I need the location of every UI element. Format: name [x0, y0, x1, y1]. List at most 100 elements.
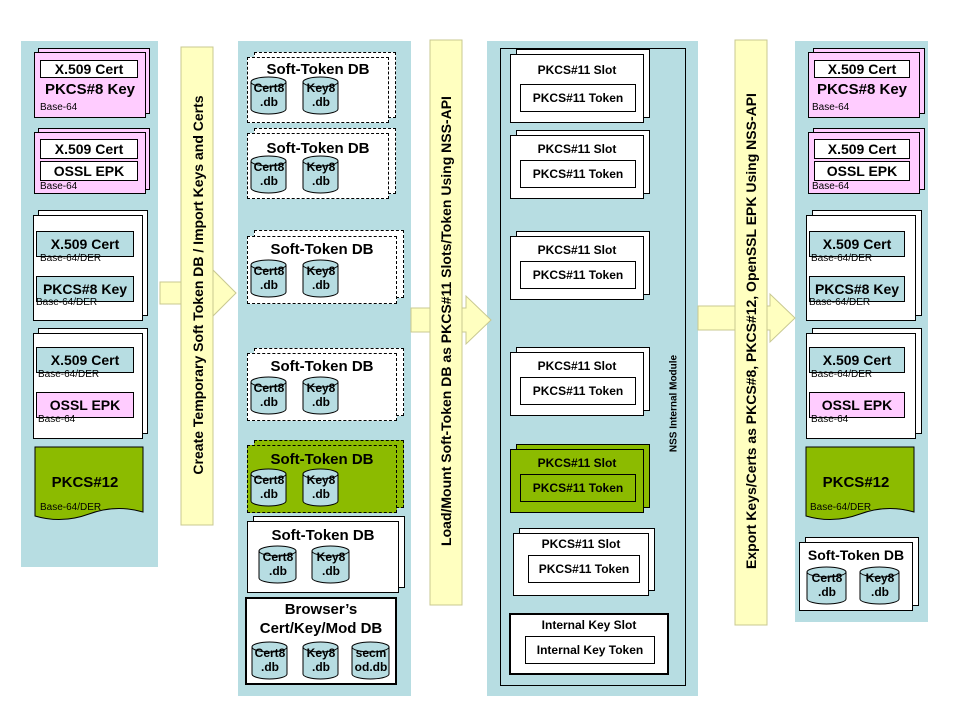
soft-token-db-title: Soft-Token DB: [271, 527, 375, 544]
cert8-db: [250, 76, 287, 115]
create-arrow-bar: [180, 46, 214, 526]
encoding-label: Base-64: [812, 181, 850, 192]
cert8-db: [806, 566, 847, 605]
x509-cert-label: X.509 Cert: [36, 347, 134, 373]
encoding-label: Base-64/DER: [811, 253, 873, 264]
soft-token-db-title: Soft-Token DB: [270, 241, 374, 258]
key8-db-label: Key8.db: [306, 160, 336, 188]
secmod-db: [351, 641, 390, 680]
key8-db-label: Key8.db: [865, 571, 895, 599]
ossl-epk-label: OSSL EPK: [40, 161, 138, 181]
pkcs12-doc: [805, 446, 915, 520]
pkcs11-slot: PKCS#11 Slot PKCS#11 Token: [510, 352, 644, 416]
pkcs8-key-label: PKCS#8 Key: [816, 81, 908, 98]
encoding-label: Base-64/DER: [40, 253, 102, 264]
pkcs11-slot: PKCS#11 Slot PKCS#11 Token: [513, 533, 649, 596]
x509-cert-label: X.509 Cert: [809, 347, 905, 373]
key8-db: [302, 155, 339, 194]
pkcs11-token-label: PKCS#11 Token: [520, 261, 636, 289]
x509-cert-label: X.509 Cert: [814, 139, 910, 159]
x509-cert-label: X.509 Cert: [814, 60, 910, 78]
pkcs11-slot-label: PKCS#11 Slot: [537, 359, 617, 373]
key8-db-label: Key8.db: [306, 264, 336, 292]
export-arrow-label: Export Keys/Certs as PKCS#8, PKCS#12, Op…: [743, 93, 759, 569]
encoding-label: Base-64/DER: [40, 502, 102, 513]
browser-db-title-1: Browser’s: [284, 601, 358, 618]
pkcs11-token-label: PKCS#11 Token: [520, 160, 636, 188]
cert8-db-label: Cert8.db: [253, 160, 285, 188]
cert8-db: [258, 545, 297, 584]
key8-db-label: Key8.db: [306, 381, 336, 409]
encoding-label: Base-64: [811, 414, 849, 425]
cert8-db: [250, 376, 287, 415]
key8-db: [311, 545, 350, 584]
pkcs11-token-label: PKCS#11 Token: [520, 474, 636, 502]
soft-token-db-title: Soft-Token DB: [270, 451, 374, 468]
pkcs11-token-label: PKCS#11 Token: [520, 84, 636, 112]
pkcs11-slot-label: PKCS#11 Slot: [537, 63, 617, 77]
nss-internal-module-label: NSS Internal Module: [668, 354, 680, 453]
soft-token-db-title: Soft-Token DB: [270, 358, 374, 375]
pkcs8-key-label: PKCS#8 Key: [44, 81, 136, 98]
pkcs11-slot-active: PKCS#11 Slot PKCS#11 Token: [510, 449, 644, 513]
encoding-label: Base-64/DER: [809, 297, 871, 308]
encoding-label: Base-64/DER: [810, 502, 872, 513]
key8-db: [302, 259, 339, 298]
pkcs11-slot-label: PKCS#11 Slot: [541, 537, 621, 551]
cert8-db-label: Cert8.db: [254, 646, 286, 674]
key8-db-label: Key8.db: [306, 473, 336, 501]
cert8-db: [250, 468, 287, 507]
create-arrow-label: Create Temporary Soft Token DB / Import …: [190, 95, 206, 475]
x509-cert-label: X.509 Cert: [40, 139, 138, 159]
soft-token-db-title: Soft-Token DB: [266, 140, 370, 157]
encoding-label: Base-64/DER: [811, 369, 873, 380]
cert8-db-label: Cert8.db: [253, 473, 285, 501]
pkcs12-doc: [34, 446, 144, 520]
encoding-label: Base-64: [40, 181, 78, 192]
pkcs11-token-label: PKCS#11 Token: [528, 555, 640, 583]
key8-db: [859, 566, 900, 605]
internal-key-slot: Internal Key Slot Internal Key Token: [509, 613, 669, 675]
load-arrow-bar: [429, 39, 463, 606]
pkcs12-label: PKCS#12: [51, 474, 119, 491]
ossl-epk-label: OSSL EPK: [36, 392, 134, 418]
pkcs11-slot-label: PKCS#11 Slot: [537, 142, 617, 156]
pkcs11-slot-label: PKCS#11 Slot: [537, 243, 617, 257]
pkcs8-key-label: PKCS#8 Key: [36, 276, 134, 302]
cert8-db: [250, 155, 287, 194]
pkcs11-slot: PKCS#11 Slot PKCS#11 Token: [510, 54, 644, 123]
key8-db: [302, 76, 339, 115]
load-arrow-label: Load/Mount Soft-Token DB as PKCS#11 Slot…: [438, 96, 454, 546]
encoding-label: Base-64/DER: [36, 297, 98, 308]
key8-db: [302, 641, 339, 680]
x509-cert-label: X.509 Cert: [36, 231, 134, 257]
browser-db-title-2: Cert/Key/Mod DB: [259, 620, 383, 637]
pkcs12-label: PKCS#12: [822, 474, 890, 491]
key8-db: [302, 468, 339, 507]
x509-cert-label: X.509 Cert: [40, 60, 138, 78]
key8-db-label: Key8.db: [316, 550, 346, 578]
key8-db-label: Key8.db: [306, 81, 336, 109]
pkcs11-slot-label: PKCS#11 Slot: [537, 456, 617, 470]
cert8-db-label: Cert8.db: [253, 81, 285, 109]
soft-token-db-title: Soft-Token DB: [807, 547, 905, 563]
internal-key-slot-label: Internal Key Slot: [541, 618, 637, 632]
encoding-label: Base-64/DER: [38, 369, 100, 380]
key8-db: [302, 376, 339, 415]
ossl-epk-label: OSSL EPK: [814, 161, 910, 181]
cert8-db-label: Cert8.db: [253, 264, 285, 292]
pkcs11-slot: PKCS#11 Slot PKCS#11 Token: [510, 236, 644, 300]
cert8-db-label: Cert8.db: [253, 381, 285, 409]
cert8-db-label: Cert8.db: [811, 571, 843, 599]
export-arrow-bar: [734, 39, 768, 626]
pkcs11-token-label: PKCS#11 Token: [520, 377, 636, 405]
pkcs11-slot: PKCS#11 Slot PKCS#11 Token: [510, 135, 644, 199]
soft-token-db-title: Soft-Token DB: [266, 61, 370, 78]
pkcs8-key-label: PKCS#8 Key: [809, 276, 905, 302]
cert8-db: [251, 641, 288, 680]
nss-internal-module: [500, 48, 686, 686]
x509-cert-label: X.509 Cert: [809, 231, 905, 257]
cert8-db: [250, 259, 287, 298]
